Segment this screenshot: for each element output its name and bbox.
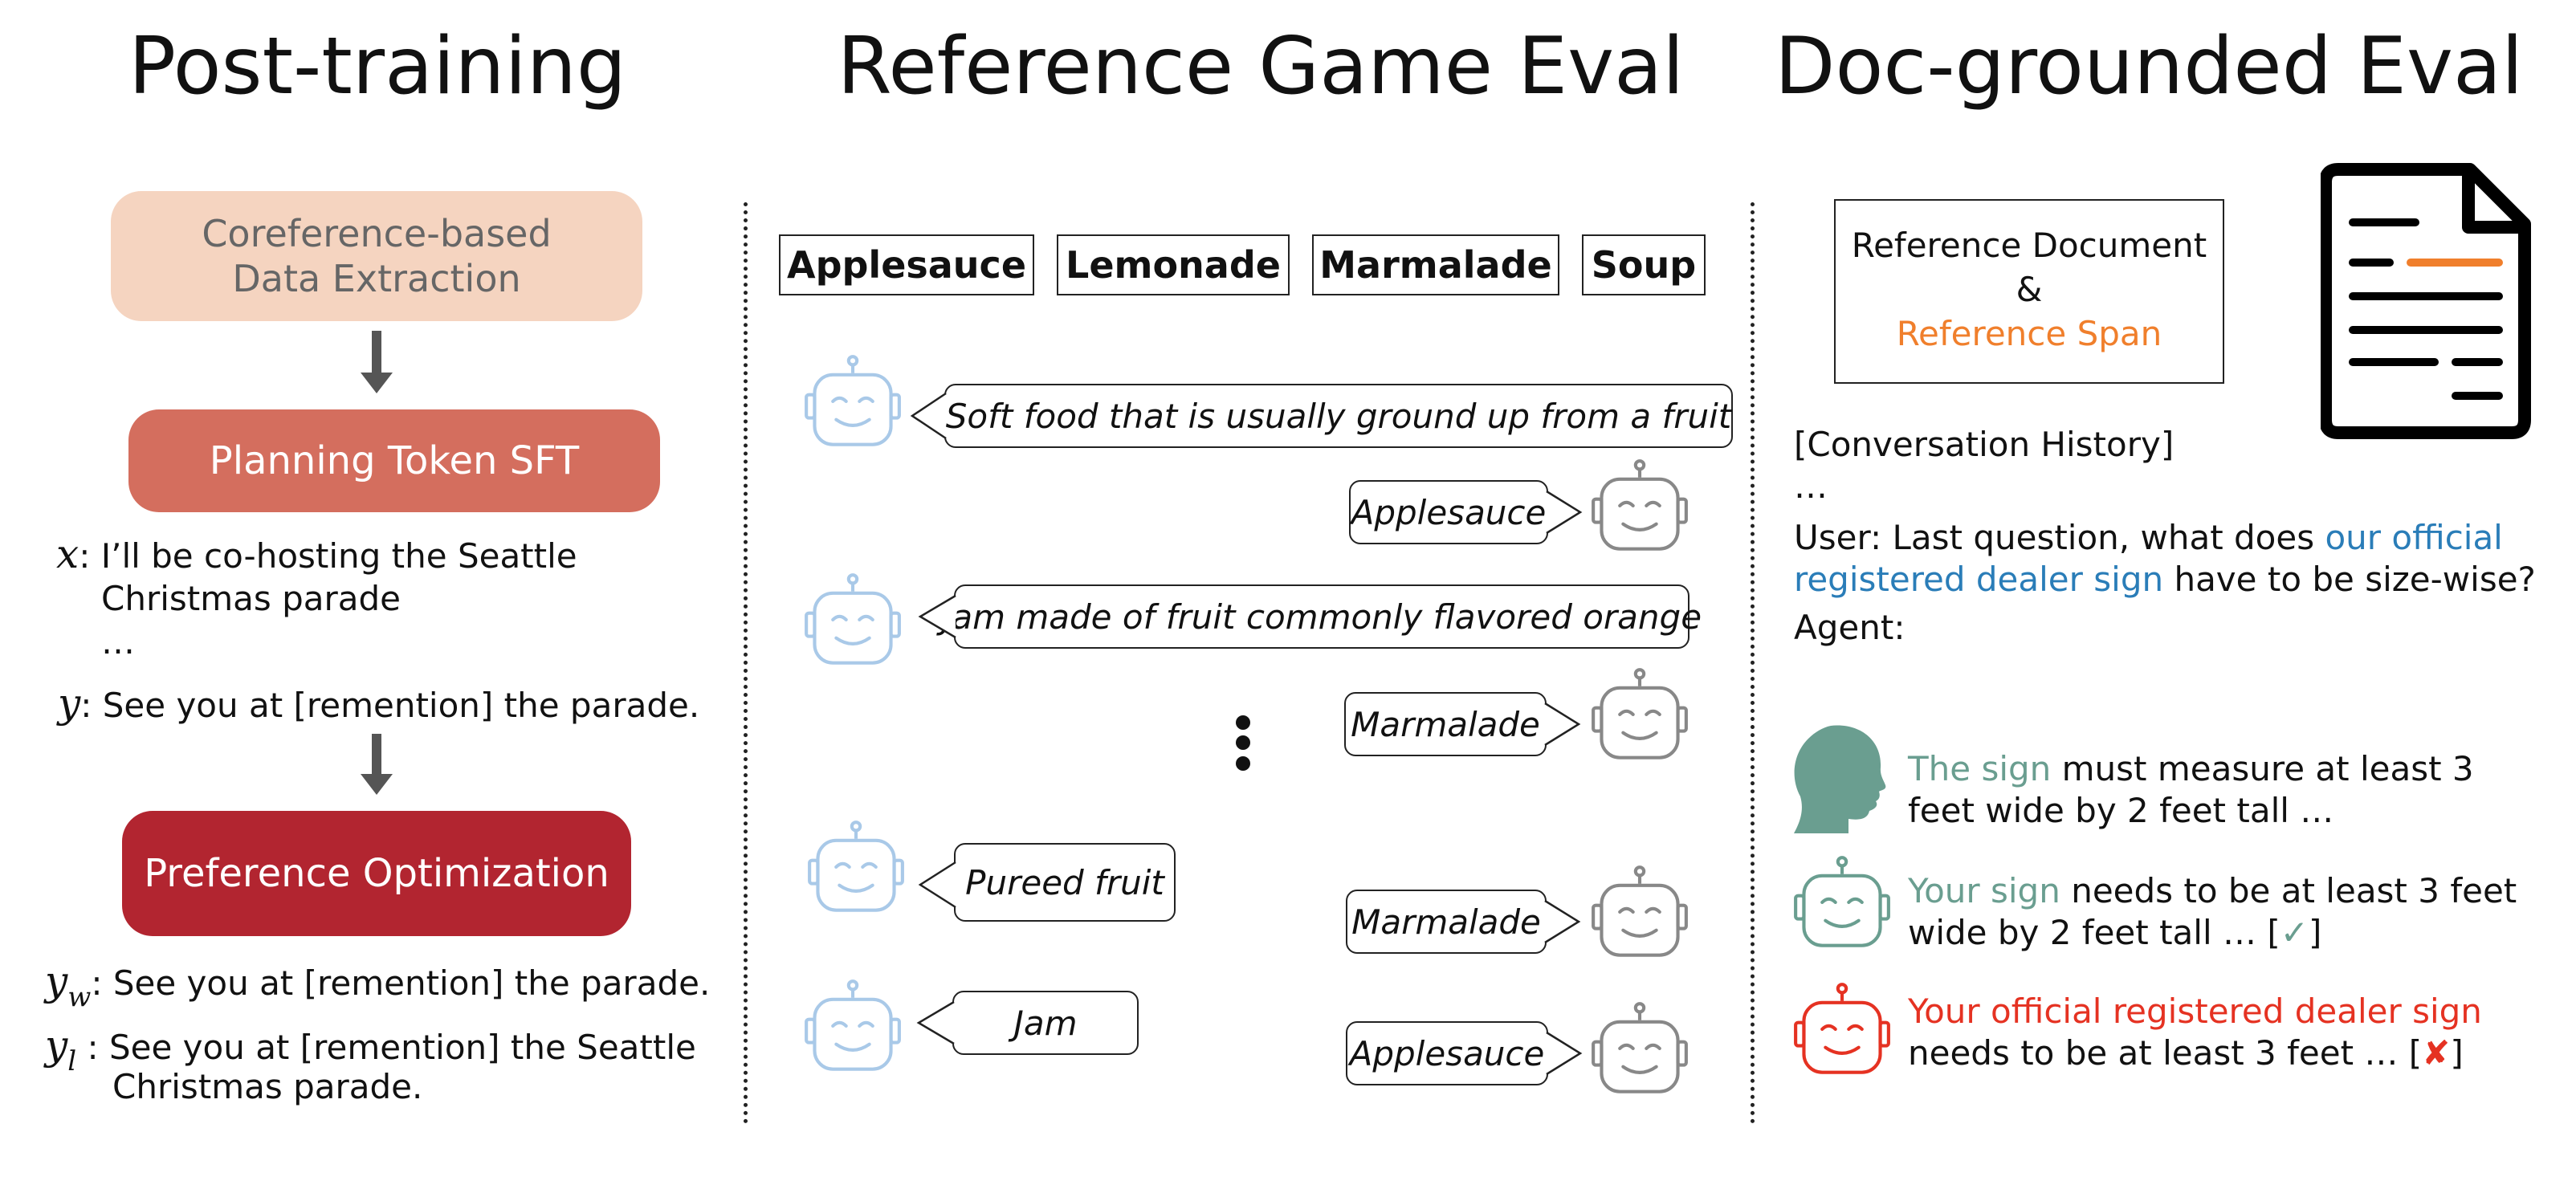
turn-3-text: Jam made of fruit commonly flavored oran…	[941, 597, 1702, 637]
bad-response-close: ]	[2450, 1033, 2464, 1073]
y-variable: y	[58, 680, 81, 727]
good-response-line-1: Your sign needs to be at least 3 feet	[1908, 870, 2517, 912]
human-head-icon	[1794, 725, 1886, 833]
agent-label: Agent:	[1794, 608, 1906, 647]
column-divider-right	[1751, 202, 1755, 1124]
conversation-ellipsis: …	[1794, 466, 1828, 506]
turn-6-text: Marmalade	[1351, 902, 1541, 942]
robot-icon	[1794, 983, 1890, 1074]
turn-8-text: Applesauce	[1349, 1033, 1545, 1073]
sft-example-x: x: I’ll be co-hosting the Seattle	[56, 533, 577, 577]
turn-6-bubble: Marmalade	[1346, 890, 1547, 954]
good-response-text-2: wide by 2 feet tall … [	[1908, 913, 2280, 952]
robot-icon	[1794, 856, 1890, 947]
sft-example-y: y: See you at [remention] the parade.	[58, 682, 699, 727]
yw-variable: y	[45, 958, 68, 1004]
stage-planning-sft-label: Planning Token SFT	[209, 438, 580, 483]
pref-example-yl-cont: Christmas parade.	[112, 1067, 423, 1106]
user-turn-line-2: registered dealer sign have to be size-w…	[1794, 559, 2536, 601]
stage-data-extraction-label: Coreference-based Data Extraction	[202, 212, 552, 300]
bad-response-highlight: Your official registered dealer sign	[1908, 992, 2482, 1031]
guesser-robot-icon	[1592, 1002, 1688, 1093]
reference-document-label: Reference Document	[1851, 226, 2207, 265]
arrow-shaft-2	[372, 734, 381, 776]
human-response-line-1: The sign must measure at least 3	[1908, 748, 2474, 790]
turn-4-bubble: Marmalade	[1344, 692, 1547, 756]
turn-3-bubble: Jam made of fruit commonly flavored oran…	[942, 584, 1702, 649]
good-response-line-2: wide by 2 feet tall … [✓]	[1908, 912, 2321, 954]
describer-robot-icon	[805, 573, 901, 665]
conversation-history-label: [Conversation History]	[1794, 425, 2175, 464]
stage-preference-optimization: Preference Optimization	[122, 811, 631, 936]
arrow-head-2	[361, 774, 393, 795]
guesser-robot-icon	[1592, 865, 1688, 957]
turn-5-text: Pureed fruit	[965, 862, 1164, 902]
yw-text: : See you at [remention] the parade.	[91, 963, 711, 1003]
candidate-soup: Soup	[1582, 234, 1706, 295]
turn-7-bubble: Jam	[952, 991, 1139, 1055]
x-text: : I’ll be co-hosting the Seattle	[79, 536, 577, 576]
arrow-shaft-1	[372, 331, 381, 374]
user-span-highlight: our official	[2325, 518, 2503, 557]
stage-data-extraction: Coreference-based Data Extraction	[111, 191, 642, 321]
turn-5-bubble: Pureed fruit	[954, 843, 1176, 922]
y-text: : See you at [remention] the parade.	[80, 686, 700, 725]
arrow-head-1	[361, 373, 393, 393]
describer-robot-icon	[808, 821, 904, 912]
reference-span-label: Reference Span	[1896, 314, 2162, 353]
reference-document-box: Reference Document & Reference Span	[1834, 199, 2224, 384]
reference-ampersand: &	[2016, 270, 2043, 309]
stage-preference-label: Preference Optimization	[144, 851, 609, 896]
good-response-close: ]	[2308, 913, 2322, 952]
pref-example-yl: yl : See you at [remention] the Seattle	[45, 1022, 696, 1077]
candidate-lemonade: Lemonade	[1057, 234, 1290, 295]
yl-variable: y	[45, 1022, 68, 1069]
yl-subscript: l	[67, 1045, 77, 1077]
turn-1-text: Soft food that is usually ground up from…	[945, 396, 1732, 436]
sft-example-x-cont: Christmas parade	[101, 579, 401, 618]
turn-4-text: Marmalade	[1351, 704, 1540, 744]
turn-2-text: Applesauce	[1351, 492, 1547, 532]
reference-game-title: Reference Game Eval	[837, 21, 1685, 112]
x-variable: x	[56, 531, 79, 577]
turn-8-bubble: Applesauce	[1346, 1021, 1548, 1085]
turn-1-bubble: Soft food that is usually ground up from…	[944, 384, 1733, 448]
human-response-highlight: The sign	[1908, 749, 2052, 788]
bad-response-text: needs to be at least 3 feet … [	[1908, 1033, 2423, 1073]
bad-response-line-2: needs to be at least 3 feet … [✘]	[1908, 1032, 2464, 1074]
user-span-highlight-cont: registered dealer sign	[1794, 560, 2164, 599]
turn-2-bubble: Applesauce	[1349, 480, 1548, 544]
pref-example-yw: yw: See you at [remention] the parade.	[45, 958, 711, 1013]
good-response-highlight: Your sign	[1908, 871, 2060, 910]
bad-response-line-1: Your official registered dealer sign	[1908, 991, 2482, 1032]
turn-7-text: Jam	[1013, 1003, 1078, 1043]
human-response-text: must measure at least 3	[2051, 749, 2474, 788]
candidate-marmalade: Marmalade	[1312, 234, 1559, 295]
guesser-robot-icon	[1592, 668, 1688, 759]
good-response-text: needs to be at least 3 feet	[2060, 871, 2517, 910]
check-mark-icon: ✓	[2280, 913, 2309, 952]
column-divider-left	[744, 202, 748, 1124]
post-training-title: Post-training	[128, 21, 627, 112]
candidate-applesauce: Applesauce	[779, 234, 1034, 295]
user-prefix: User: Last question, what does	[1794, 518, 2325, 557]
document-icon	[2321, 163, 2531, 439]
yl-text: : See you at [remention] the Seattle	[76, 1028, 696, 1067]
yw-subscript: w	[67, 981, 92, 1013]
guesser-robot-icon	[1592, 459, 1688, 551]
describer-robot-icon	[805, 979, 901, 1071]
stage-planning-sft: Planning Token SFT	[128, 409, 660, 512]
user-turn-line-1: User: Last question, what does our offic…	[1794, 517, 2503, 559]
sft-example-ellipsis: …	[101, 622, 135, 662]
user-suffix: have to be size-wise?	[2163, 560, 2536, 599]
describer-robot-icon	[805, 355, 901, 446]
human-response-line-2: feet wide by 2 feet tall …	[1908, 791, 2334, 830]
cross-mark-icon: ✘	[2422, 1033, 2451, 1073]
doc-grounded-title: Doc-grounded Eval	[1775, 21, 2524, 112]
